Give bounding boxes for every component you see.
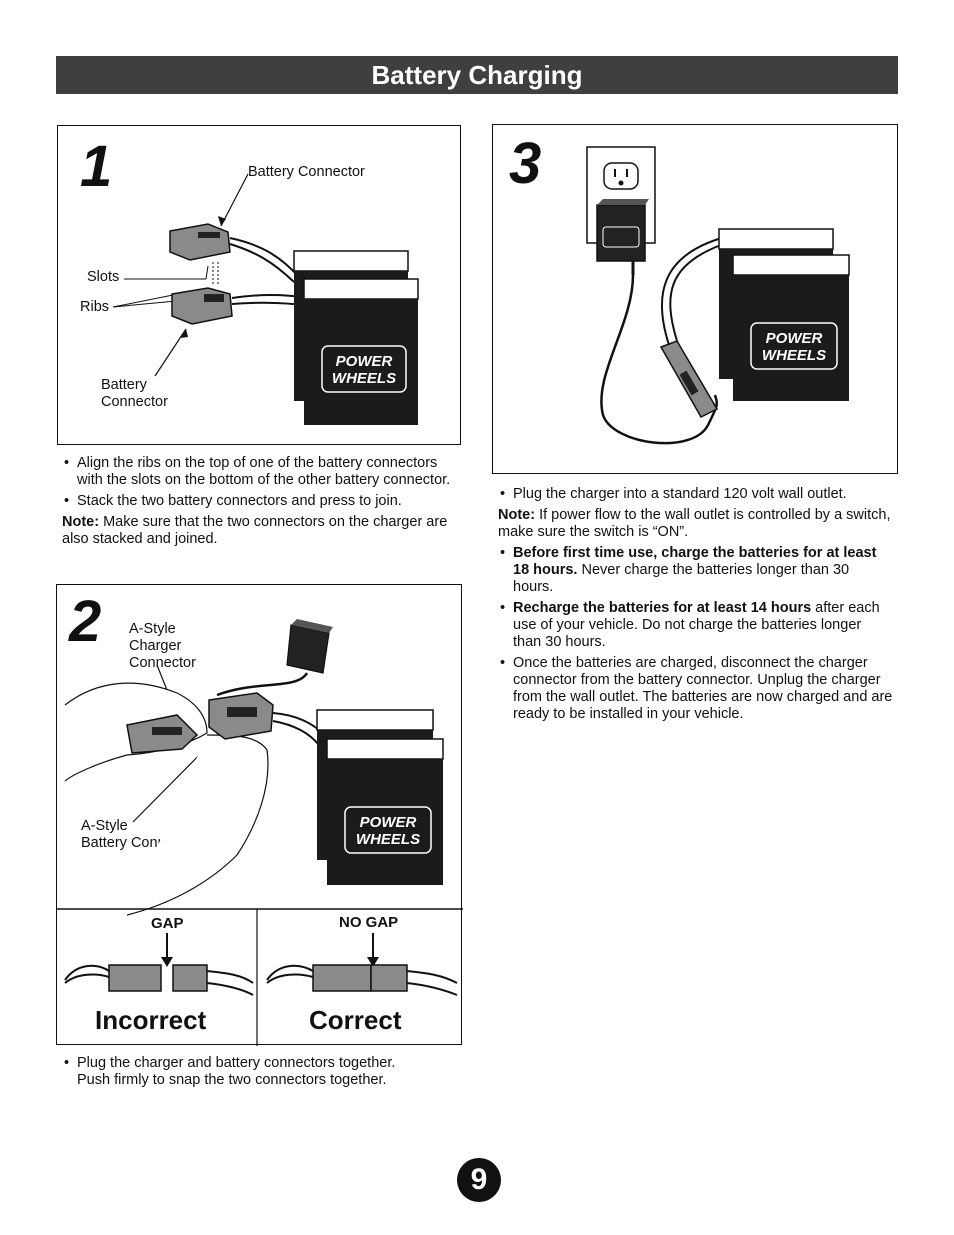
incorrect-connection — [64, 964, 254, 996]
logo-power: POWER — [766, 330, 823, 347]
label-ribs: Ribs — [80, 299, 110, 315]
step3-instructions: Plug the charger into a standard 120 vol… — [498, 486, 893, 727]
wall-charger — [596, 199, 649, 275]
step2-number: 2 — [69, 589, 102, 654]
label-slots: Slots — [87, 269, 120, 285]
logo-power: POWER — [360, 814, 417, 831]
step1-bullet: Align the ribs on the top of one of the … — [62, 455, 457, 489]
charger-connector — [126, 714, 199, 754]
label-battery-connector-top: Battery Connector — [248, 164, 365, 180]
step3-panel: 3 PO — [492, 124, 898, 474]
step1-note: Note: Make sure that the two connectors … — [62, 514, 448, 547]
gap-label: GAP — [151, 915, 184, 932]
label-battery-connector-bottom: Battery Connector — [101, 377, 168, 410]
logo-power: POWER — [336, 353, 393, 370]
bottom-battery-connector — [171, 287, 311, 325]
step3-note: Note: If power flow to the wall outlet i… — [498, 507, 891, 540]
step1-instructions: Align the ribs on the top of one of the … — [62, 455, 457, 552]
correct-connection — [266, 964, 458, 996]
battery-connector — [208, 692, 326, 746]
label-charger-connector: A-Style Charger Connector — [129, 621, 196, 671]
page-title: Battery Charging — [56, 56, 898, 94]
step3-bullet: Before first time use, charge the batter… — [498, 545, 893, 596]
step1-bullet: Stack the two battery connectors and pre… — [62, 493, 457, 510]
step2-panel: 2 A-Style Charger Connector A-Style Batt… — [56, 584, 463, 1046]
logo-wheels: WHEELS — [762, 347, 826, 364]
page-number: 9 — [457, 1158, 501, 1202]
no-gap-label: NO GAP — [339, 914, 399, 931]
step3-bullet: Plug the charger into a standard 120 vol… — [498, 486, 893, 503]
logo-wheels: WHEELS — [356, 831, 420, 848]
battery-pack: POWER WHEELS — [718, 228, 850, 401]
charger-connector — [659, 340, 719, 418]
logo-wheels: WHEELS — [332, 370, 396, 387]
step2-illustration: POWER WHEELS — [57, 619, 463, 1046]
step3-bullet: Recharge the batteries for at least 14 h… — [498, 600, 893, 651]
charger-unit — [216, 619, 333, 697]
top-battery-connector — [169, 223, 299, 283]
step2-bullet: Plug the charger and battery connectors … — [62, 1055, 457, 1089]
battery-pack: POWER WHEELS — [316, 709, 444, 885]
step3-number: 3 — [509, 131, 542, 196]
step2-instructions: Plug the charger and battery connectors … — [62, 1055, 457, 1093]
step1-illustration: POWER WHEELS — [112, 173, 419, 425]
step3-bullet: Once the batteries are charged, disconne… — [498, 655, 893, 723]
step3-illustration: POWER WHEELS — [586, 146, 850, 445]
step1-number: 1 — [80, 134, 113, 199]
battery-pack: POWER WHEELS — [293, 250, 419, 425]
incorrect-label: Incorrect — [95, 1005, 207, 1035]
step1-panel: 1 Battery Connector Slots Ribs Battery C… — [57, 125, 461, 445]
correct-label: Correct — [309, 1005, 402, 1035]
